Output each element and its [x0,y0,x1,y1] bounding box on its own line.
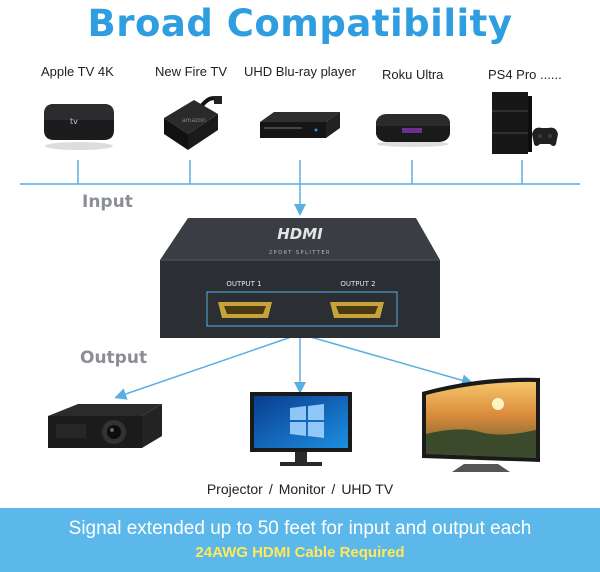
hdmi-logo-text: HDMI [277,225,323,243]
projector-icon [48,404,162,448]
label-separator: / [268,481,273,497]
svg-text:amazon: amazon [182,117,206,124]
hdmi-port-2 [330,302,384,318]
input-device-label-fire-tv: New Fire TV [155,64,227,79]
apple-tv-icon: tv [44,104,114,150]
splitter-subtitle: 2PORT SPLITTER [269,250,331,256]
fire-tv-icon: amazon [164,96,222,150]
output-2-label: OUTPUT 2 [340,280,375,288]
output-device-label-projector: Projector [206,481,263,497]
banner-line-2: 24AWG HDMI Cable Required [195,544,405,561]
input-device-label-ps4: PS4 Pro ...... [488,67,562,82]
input-section-label: Input [82,192,133,212]
input-device-label-apple-tv: Apple TV 4K [41,64,114,79]
curved-tv-icon [422,377,540,472]
input-device-label-roku: Roku Ultra [382,67,444,82]
output-arrow-projector [114,333,301,400]
monitor-icon [250,392,352,466]
roku-icon [376,114,450,147]
output-device-label-uhd-tv: UHD TV [341,481,394,497]
page-title: Broad Compatibility [87,2,513,45]
output-device-label-monitor: Monitor [278,481,326,497]
info-banner: Signal extended up to 50 feet for input … [0,508,600,572]
output-device-labels: Projector / Monitor / UHD TV [0,481,600,497]
hdmi-splitter-icon: HDMI 2PORT SPLITTER OUTPUT 1 OUTPUT 2 [160,218,440,338]
label-separator: / [331,481,336,497]
output-arrow-tv [299,333,474,387]
input-device-label-bluray: UHD Blu-ray player [244,64,356,79]
svg-text:tv: tv [70,117,78,126]
output-section-label: Output [80,348,148,368]
output-1-label: OUTPUT 1 [226,280,261,288]
hdmi-port-1 [218,302,272,318]
banner-line-1: Signal extended up to 50 feet for input … [68,518,532,539]
ps4-console-icon [492,92,558,154]
bluray-player-icon [260,112,340,138]
